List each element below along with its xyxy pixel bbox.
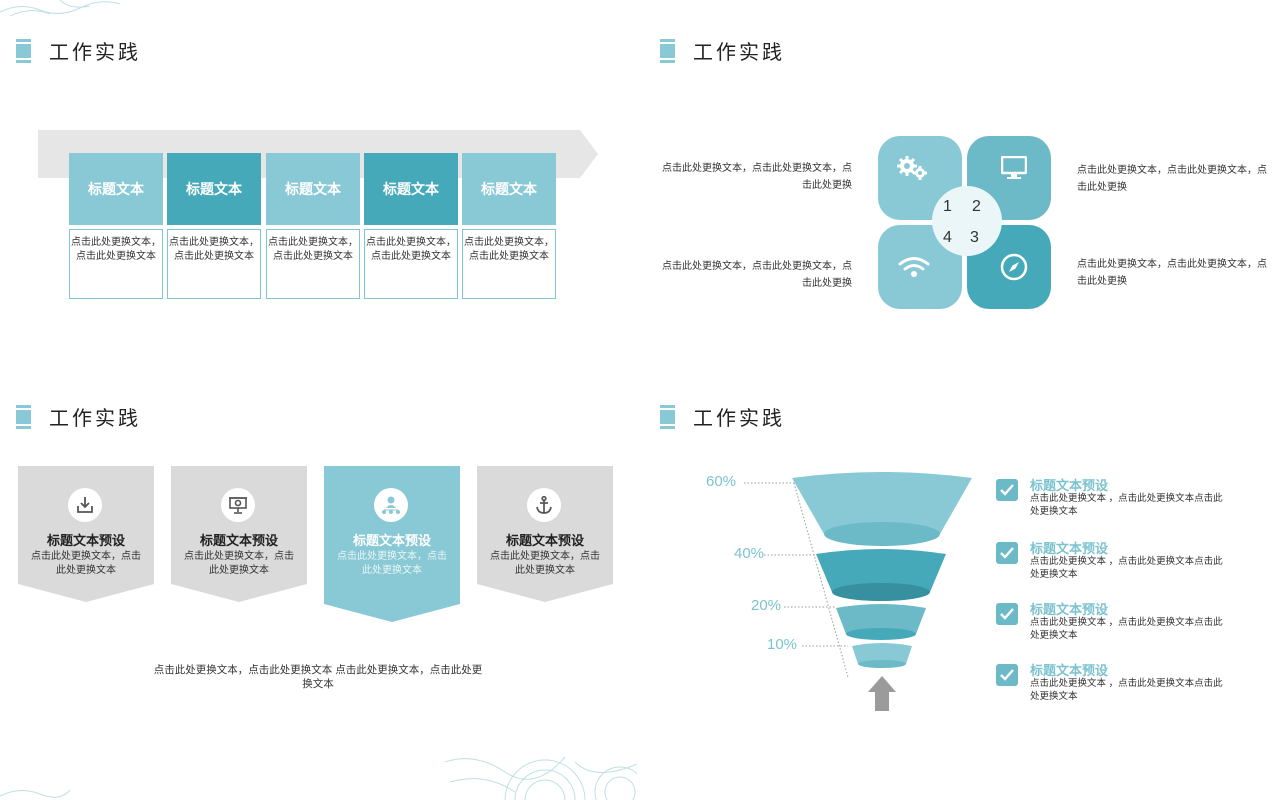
item-text: 点击此处更换文本 ，点击此处更换文本点击此处更换文本: [1030, 678, 1223, 702]
process-column: 标题文本 点击此处更换文本，点击此处更换文本: [266, 153, 360, 299]
section-header: 工作实践: [16, 402, 141, 431]
network-user-icon: [374, 488, 408, 522]
quadrant-number: 2: [972, 198, 981, 215]
process-column: 标题文本 点击此处更换文本，点击此处更换文本: [167, 153, 261, 299]
section-header: 工作实践: [16, 36, 141, 65]
item-title: 标题文本预设: [1030, 663, 1109, 678]
section-header: 工作实践: [660, 36, 785, 65]
description-text: 点击此处更换文本，点击此处更换文本，点击此处更换: [1077, 259, 1267, 287]
process-column: 标题文本 点击此处更换文本，点击此处更换文本: [364, 153, 458, 299]
card-title: 标题文本预设: [46, 533, 125, 548]
item-title: 标题文本预设: [1030, 478, 1109, 493]
item-title: 标题文本预设: [1030, 602, 1109, 617]
column-text: 点击此处更换文本，点击此处更换文本: [364, 229, 458, 299]
card-text: 点击此处更换文本，点击此处更换文本: [337, 551, 447, 576]
column-title: 标题文本: [266, 153, 360, 225]
column-text: 点击此处更换文本，点击此处更换文本: [167, 229, 261, 299]
percent-label: 40%: [734, 545, 765, 562]
footer-text: 点击此处更换文本，点击此处更换文本 点击此处更换文本，点击此处更换文本: [153, 664, 483, 690]
card-text: 点击此处更换文本，点击此处更换文本: [490, 551, 600, 576]
compass-icon: [1000, 253, 1028, 281]
wifi-icon: [898, 257, 930, 277]
column-title: 标题文本: [69, 153, 163, 225]
page-title: 工作实践: [49, 408, 141, 430]
checkbox-icon: [996, 479, 1018, 501]
decor-pattern-bottom: [445, 756, 637, 800]
item-text: 点击此处更换文本 ，点击此处更换文本点击此处更换文本: [1030, 556, 1223, 580]
page-title: 工作实践: [49, 42, 141, 64]
title-marker-icon: [660, 38, 675, 63]
funnel-diagram: [744, 472, 972, 711]
percent-label: 10%: [767, 636, 798, 653]
card-title: 标题文本预设: [505, 533, 584, 548]
card-text: 点击此处更换文本，点击此处更换文本: [184, 551, 294, 576]
description-text: 点击此处更换文本，点击此处更换文本，点击此处更换: [662, 261, 852, 289]
percent-label: 60%: [706, 473, 737, 490]
item-text: 点击此处更换文本 ，点击此处更换文本点击此处更换文本: [1030, 493, 1223, 517]
item-title: 标题文本预设: [1030, 541, 1109, 556]
checkbox-icon: [996, 603, 1018, 625]
decor-pattern-corner: [0, 789, 70, 798]
item-text: 点击此处更换文本 ，点击此处更换文本点击此处更换文本: [1030, 617, 1223, 641]
column-text: 点击此处更换文本，点击此处更换文本: [266, 229, 360, 299]
column-title: 标题文本: [167, 153, 261, 225]
percent-label: 20%: [751, 597, 782, 614]
card-background: [18, 466, 154, 602]
column-title: 标题文本: [364, 153, 458, 225]
card-background: [171, 466, 307, 602]
column-title: 标题文本: [462, 153, 556, 225]
decor-pattern-top: [0, 0, 121, 16]
column-text: 点击此处更换文本，点击此处更换文本: [462, 229, 556, 299]
description-text: 点击此处更换文本，点击此处更换文本，点击此处更换: [1077, 165, 1267, 193]
checkbox-icon: [996, 542, 1018, 564]
quadrant-number: 3: [970, 229, 979, 246]
title-marker-icon: [16, 404, 31, 429]
gears-icon: [897, 156, 927, 180]
monitor-icon: [1001, 156, 1027, 179]
quadrant-number: 4: [943, 229, 952, 246]
process-column: 标题文本 点击此处更换文本，点击此处更换文本: [462, 153, 556, 299]
page-title: 工作实践: [693, 408, 785, 430]
description-text: 点击此处更换文本，点击此处更换文本，点击此处更换: [662, 163, 852, 191]
download-icon: [68, 488, 102, 522]
process-column: 标题文本 点击此处更换文本，点击此处更换文本: [69, 153, 163, 299]
title-marker-icon: [660, 404, 675, 429]
center-circle: [932, 186, 1002, 256]
title-marker-icon: [16, 38, 31, 63]
card-background: [324, 466, 460, 622]
section-header: 工作实践: [660, 402, 785, 431]
card-title: 标题文本预设: [352, 533, 431, 548]
card-background: [477, 466, 613, 602]
card-text: 点击此处更换文本，点击此处更换文本: [31, 551, 141, 576]
anchor-icon: [527, 488, 561, 522]
quadrant-number: 1: [943, 198, 952, 215]
page-title: 工作实践: [693, 42, 785, 64]
column-text: 点击此处更换文本，点击此处更换文本: [69, 229, 163, 299]
checkbox-icon: [996, 664, 1018, 686]
presentation-icon: [221, 488, 255, 522]
card-title: 标题文本预设: [199, 533, 278, 548]
